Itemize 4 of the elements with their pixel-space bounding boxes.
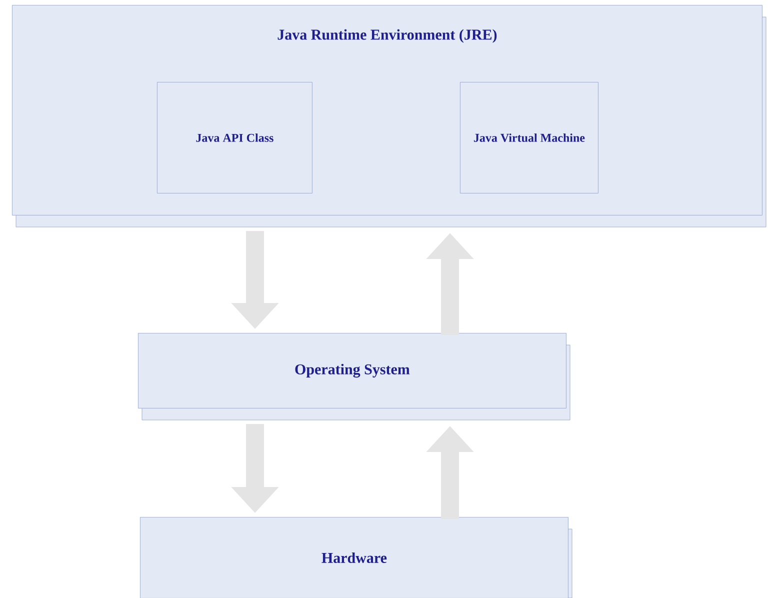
layer-box: Hardware bbox=[140, 517, 572, 598]
component-box: Java API Class bbox=[157, 82, 312, 194]
layer-box: Operating System bbox=[138, 333, 570, 420]
component-box: Java Virtual Machine bbox=[460, 82, 598, 194]
